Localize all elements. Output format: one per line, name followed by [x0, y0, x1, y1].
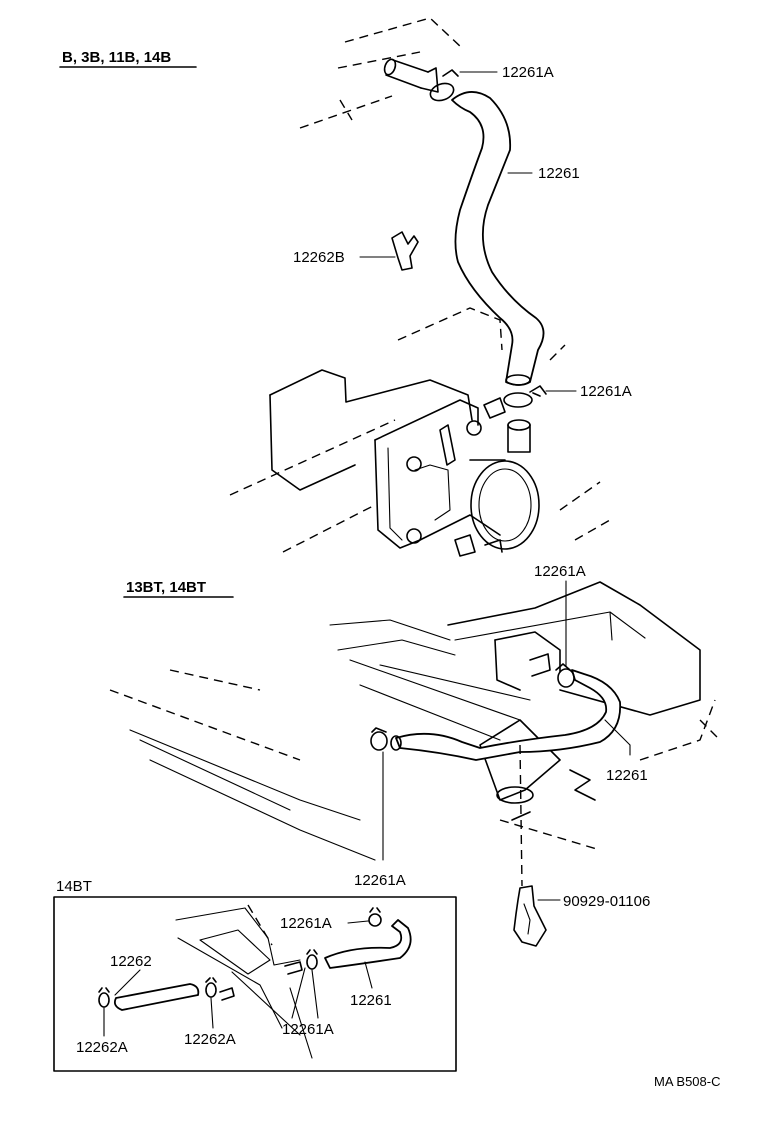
label-12261A-inset-right: 12261A [282, 1021, 334, 1038]
diagram-code: MA B508-C [654, 1074, 720, 1089]
middle-leaders [382, 580, 631, 901]
upper-hose [451, 91, 545, 386]
mid-clamp-top-icon [557, 668, 575, 688]
upper-hose-assembly [383, 58, 547, 408]
label-12262A-left: 12262A [76, 1039, 128, 1056]
middle-section-heading: 13BT, 14BT [123, 579, 234, 598]
hose-clip-icon [391, 231, 419, 271]
label-90929-01106: 90929-01106 [563, 893, 650, 910]
inset-leaders [103, 920, 373, 1037]
middle-hose [395, 669, 622, 761]
bracket-icon [513, 885, 547, 947]
inset-box: 14BT [53, 878, 457, 1072]
inset-hose-left [113, 983, 200, 1011]
middle-hose-assembly [370, 653, 622, 761]
middle-engine-outline [109, 581, 721, 861]
inset-hose-right [324, 919, 412, 969]
inset-clamp-left-icon [98, 992, 110, 1008]
label-12261-upper: 12261 [538, 165, 580, 182]
label-12261-inset: 12261 [350, 992, 392, 1009]
label-12262: 12262 [110, 953, 152, 970]
bracket-part [513, 885, 547, 947]
mid-clamp-bottom-icon [370, 731, 388, 751]
throttle-body [269, 369, 540, 557]
clamp-top-icon [429, 82, 455, 102]
upper-leaders [359, 71, 577, 392]
inset-clamp-top-icon [368, 913, 382, 927]
inset-clamp-mid-icon [205, 982, 217, 998]
label-12261A-mid-bottom: 12261A [354, 872, 406, 889]
label-12262A-mid: 12262A [184, 1031, 236, 1048]
label-12261A-inset-top: 12261A [280, 915, 332, 932]
upper-heading-text: B, 3B, 11B, 14B [62, 49, 171, 66]
label-12261A-top: 12261A [502, 64, 554, 81]
label-12261A-mid-top: 12261A [534, 563, 586, 580]
upper-engine-outline [229, 17, 611, 553]
inset-heading-text: 14BT [56, 878, 92, 895]
middle-heading-text: 13BT, 14BT [126, 579, 206, 596]
inset-clamp-right-icon [306, 954, 318, 970]
upper-section-heading: B, 3B, 11B, 14B [59, 49, 197, 68]
label-12262B: 12262B [293, 249, 345, 266]
label-12261A-lower: 12261A [580, 383, 632, 400]
clamp-lower-icon [503, 392, 533, 408]
label-12261-mid: 12261 [606, 767, 648, 784]
